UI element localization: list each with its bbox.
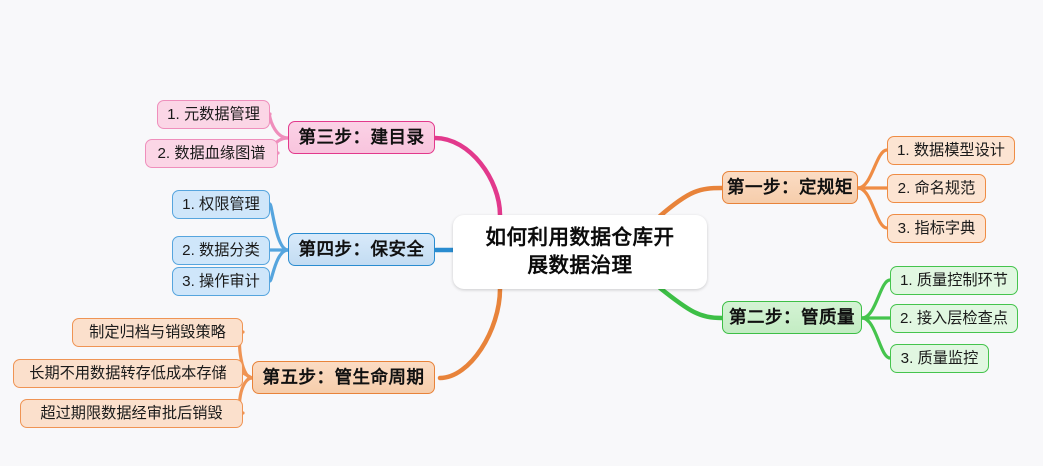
leaf-label-step4-1: 1. 权限管理 <box>182 195 260 213</box>
leaf-node-step5-1[interactable]: 制定归档与销毁策略 <box>72 318 243 347</box>
leaf-node-step4-3[interactable]: 3. 操作审计 <box>172 267 270 296</box>
branch-label-step4: 第四步：保安全 <box>298 238 425 259</box>
leaf-node-step5-2[interactable]: 长期不用数据转存低成本存储 <box>13 359 243 388</box>
leaf-label-step3-2: 2. 数据血缘图谱 <box>157 144 266 162</box>
leaf-label-step1-3: 3. 指标字典 <box>897 219 976 237</box>
leaf-label-step2-3: 3. 质量监控 <box>900 349 979 367</box>
leaf-label-step2-1: 1. 质量控制环节 <box>899 271 1008 289</box>
branch-node-step4[interactable]: 第四步：保安全 <box>288 233 435 266</box>
leaf-node-step2-2[interactable]: 2. 接入层检查点 <box>890 304 1018 333</box>
leaf-label-step1-1: 1. 数据模型设计 <box>896 141 1005 159</box>
leaf-label-step2-2: 2. 接入层检查点 <box>899 309 1008 327</box>
branch-label-step1: 第一步：定规矩 <box>727 176 853 197</box>
leaf-node-step1-1[interactable]: 1. 数据模型设计 <box>887 136 1015 165</box>
branch-label-step3: 第三步：建目录 <box>298 126 425 147</box>
central-topic-line2: 展数据治理 <box>527 253 633 277</box>
central-topic-line1: 如何利用数据仓库开 <box>485 226 675 249</box>
leaf-node-step1-3[interactable]: 3. 指标字典 <box>887 214 986 243</box>
leaf-node-step4-1[interactable]: 1. 权限管理 <box>172 190 270 219</box>
branch-node-step1[interactable]: 第一步：定规矩 <box>722 171 858 204</box>
branch-label-step5: 第五步：管生命周期 <box>262 366 425 387</box>
leaf-label-step3-1: 1. 元数据管理 <box>167 105 260 123</box>
leaf-label-step4-3: 3. 操作审计 <box>182 272 260 290</box>
leaf-node-step2-3[interactable]: 3. 质量监控 <box>890 344 989 373</box>
leaf-label-step5-3: 超过期限数据经审批后销毁 <box>40 404 223 422</box>
branch-node-step3[interactable]: 第三步：建目录 <box>288 121 435 154</box>
leaf-node-step1-2[interactable]: 2. 命名规范 <box>887 174 986 203</box>
leaf-label-step5-2: 长期不用数据转存低成本存储 <box>29 364 227 382</box>
leaf-node-step3-1[interactable]: 1. 元数据管理 <box>157 100 270 129</box>
leaf-node-step4-2[interactable]: 2. 数据分类 <box>172 236 270 265</box>
branch-label-step2: 第二步：管质量 <box>729 306 855 327</box>
central-topic[interactable]: 如何利用数据仓库开 展数据治理 <box>453 215 707 289</box>
leaf-label-step1-2: 2. 命名规范 <box>897 179 976 197</box>
leaf-label-step4-2: 2. 数据分类 <box>182 241 260 259</box>
leaf-node-step3-2[interactable]: 2. 数据血缘图谱 <box>145 139 278 168</box>
branch-node-step2[interactable]: 第二步：管质量 <box>722 301 862 334</box>
leaf-label-step5-1: 制定归档与销毁策略 <box>89 323 226 341</box>
branch-node-step5[interactable]: 第五步：管生命周期 <box>252 361 435 394</box>
leaf-node-step5-3[interactable]: 超过期限数据经审批后销毁 <box>20 399 243 428</box>
leaf-node-step2-1[interactable]: 1. 质量控制环节 <box>890 266 1018 295</box>
